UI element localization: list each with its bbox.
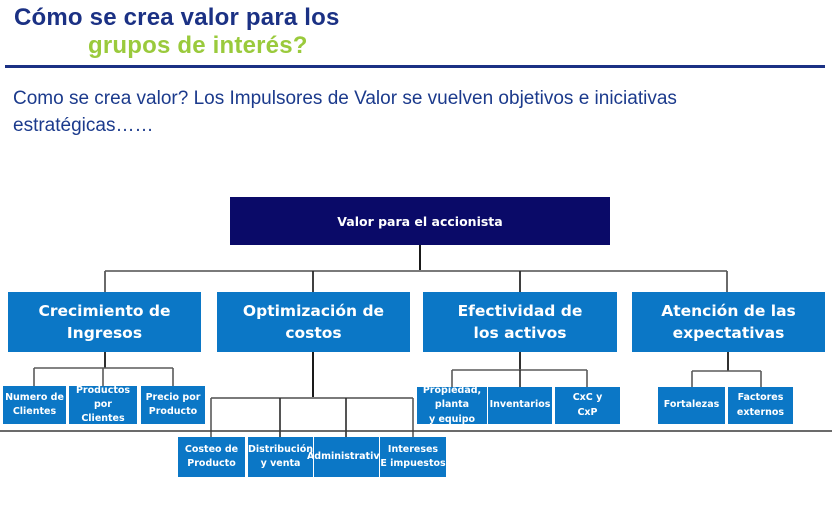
org-leaf-costeo-producto: Costeo de Producto [178, 437, 245, 477]
subtitle-text: Como se crea valor? Los Impulsores de Va… [13, 88, 677, 136]
org-leaf-cxc-cxp: CxC y CxP [555, 387, 620, 424]
org-leaf-propiedad-planta-equipo: Propiedad, planta y equipo [417, 385, 487, 425]
org-leaf-inventarios: Inventarios [488, 387, 552, 424]
org-node-atencion-expectativas: Atención de las expectativas [632, 292, 825, 352]
org-leaf-numero-clientes: Numero de Clientes [3, 386, 66, 424]
org-node-crecimiento-ingresos: Crecimiento de Ingresos [8, 292, 201, 352]
org-leaf-administrativo: Administrativo [307, 437, 386, 477]
org-leaf-distribucion-venta: Distribución y venta [248, 437, 313, 477]
org-leaf-factores-externos: Factores externos [728, 387, 793, 424]
org-node-efectividad-activos: Efectividad de los activos [423, 292, 617, 352]
org-leaf-productos-por-clientes: Productos por Clientes [69, 385, 137, 424]
org-leaf-intereses-impuestos: Intereses E impuestos [380, 437, 446, 477]
page-title-line2: grupos de interés? [88, 32, 308, 59]
org-node-root: Valor para el accionista [230, 197, 610, 245]
title-divider [5, 65, 825, 68]
org-node-optimizacion-costos: Optimización de costos [217, 292, 410, 352]
org-leaf-fortalezas: Fortalezas [658, 387, 725, 424]
org-leaf-precio-por-producto: Precio por Producto [141, 386, 205, 424]
page-title-line1: Cómo se crea valor para los [14, 4, 340, 31]
